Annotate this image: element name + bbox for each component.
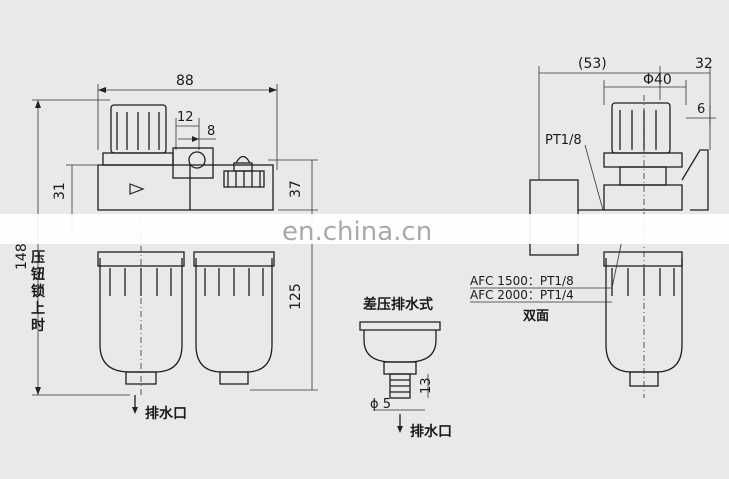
dim-phi40: Φ40 xyxy=(643,72,672,88)
svg-text:上: 上 xyxy=(31,301,45,317)
diff-drain-title: 差压排水式 xyxy=(363,296,433,313)
dim-8: 8 xyxy=(207,124,215,139)
drain-label-detail: 排水口 xyxy=(410,423,452,440)
press-lock-note: 压 钮 锁 上 时 xyxy=(30,250,45,334)
dim-13: 13 xyxy=(419,377,434,394)
dim-32: 32 xyxy=(695,56,713,72)
watermark-text: en.china.cn xyxy=(282,217,432,247)
dim-88: 88 xyxy=(176,73,194,89)
dim-6: 6 xyxy=(697,102,705,117)
afc2000-label: AFC 2000：PT1/4 xyxy=(470,288,574,302)
drain-detail: 差压排水式 ϕ 5 13 排水口 xyxy=(359,296,452,440)
frl-side-view: (53) 32 Φ40 6 PT1/8 xyxy=(470,56,716,398)
dim-12: 12 xyxy=(177,110,194,125)
svg-text:时: 时 xyxy=(31,317,45,334)
dim-148: 148 xyxy=(14,243,30,270)
both-sides-label: 双面 xyxy=(523,309,549,324)
dim-31: 31 xyxy=(52,182,68,200)
afc1500-label: AFC 1500：PT1/8 xyxy=(470,274,574,288)
dim-phi5: ϕ 5 xyxy=(370,397,391,412)
svg-text:压: 压 xyxy=(31,250,45,266)
frl-front-view: 88 12 8 xyxy=(14,73,318,422)
svg-text:钮: 钮 xyxy=(30,266,45,283)
watermark-band: en.china.cn xyxy=(0,214,729,247)
dim-125: 125 xyxy=(288,283,304,310)
port-label: PT1/8 xyxy=(545,133,582,148)
drain-label-left: 排水口 xyxy=(145,405,187,422)
svg-text:锁: 锁 xyxy=(31,283,45,300)
dim-37: 37 xyxy=(288,180,304,198)
dim-53: (53) xyxy=(578,56,607,72)
